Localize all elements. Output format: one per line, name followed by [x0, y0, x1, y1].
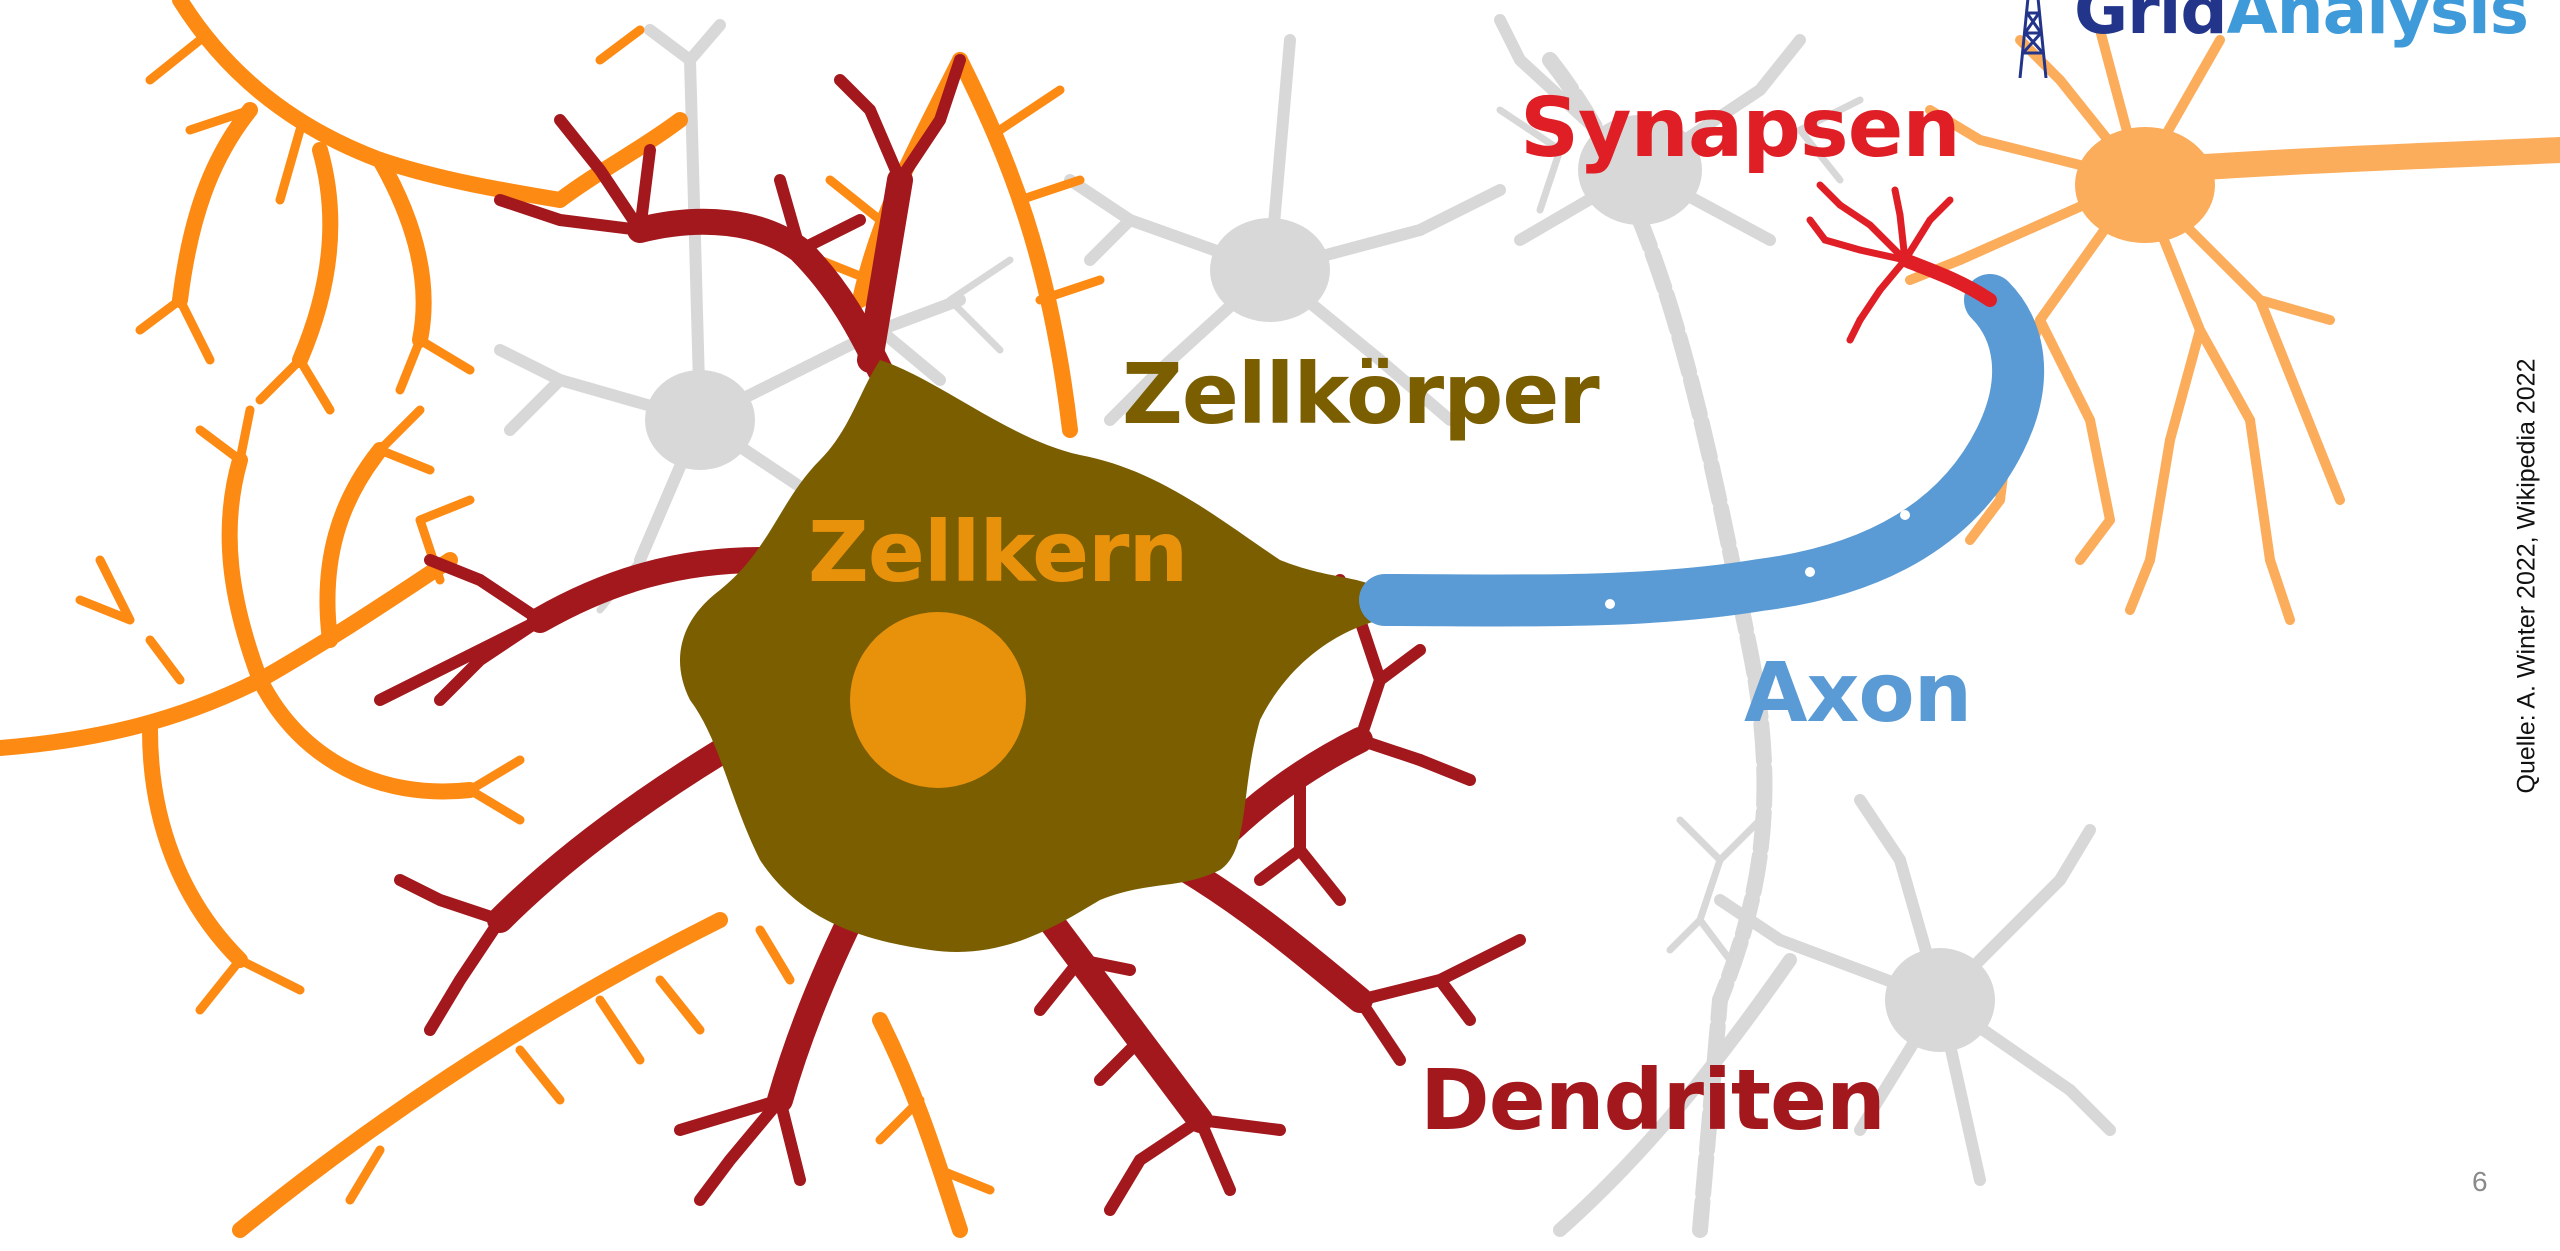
- label-synapsen: Synapsen: [1520, 88, 1960, 170]
- logo-text-accent: Analysis: [2227, 0, 2528, 49]
- cell-nucleus: [850, 612, 1026, 788]
- label-zellkern: Zellkern: [808, 510, 1187, 594]
- logo-text-primary: Grid: [2074, 0, 2227, 49]
- page-number: 6: [2472, 1166, 2488, 1198]
- label-axon: Axon: [1744, 653, 1971, 735]
- logo: GridAnalysis: [2010, 0, 2528, 58]
- source-note: Quelle: A. Winter 2022, Wikipedia 2022: [2513, 359, 2542, 794]
- logo-wordmark: GridAnalysis: [2074, 0, 2528, 44]
- label-dendriten: Dendriten: [1420, 1058, 1885, 1142]
- transmission-tower-icon: [2010, 0, 2056, 78]
- label-zellkoerper: Zellkörper: [1122, 352, 1599, 436]
